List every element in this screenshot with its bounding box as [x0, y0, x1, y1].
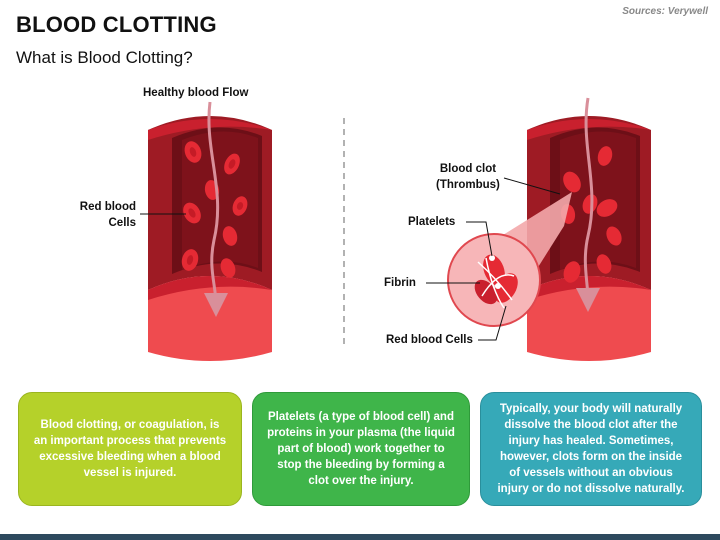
clot-flow-arrow	[575, 97, 600, 312]
info-box-dissolve: Typically, your body will naturally diss…	[480, 392, 702, 506]
clot-pointer-line	[503, 177, 561, 195]
red-blood-cells-label-line2: Cells	[108, 217, 137, 229]
red-blood-cells-label-line1: Red blood	[79, 201, 136, 213]
blood-clot-label-line1: Blood clot	[439, 163, 497, 175]
source-note: Sources: Verywell	[622, 6, 708, 17]
info-box-platelets-text: Platelets (a type of blood cell) and pro…	[267, 411, 455, 487]
blood-clot-label-line2: (Thrombus)	[436, 179, 500, 191]
rbc-zoom-pointer-line	[478, 305, 507, 341]
healthy-flow-arrow	[203, 101, 228, 317]
info-box-dissolve-text: Typically, your body will naturally diss…	[497, 403, 685, 495]
platelets-pointer-line	[466, 221, 493, 257]
blood-clot-label: Blood clot (Thrombus)	[436, 161, 500, 193]
red-blood-cells-zoom-label: Red blood Cells	[386, 334, 473, 346]
bottom-bar	[0, 534, 720, 540]
page-subtitle: What is Blood Clotting?	[16, 48, 193, 67]
info-box-definition: Blood clotting, or coagulation, is an im…	[18, 392, 242, 506]
page-title: BLOOD CLOTTING	[16, 12, 217, 37]
healthy-flow-label: Healthy blood Flow	[143, 87, 249, 99]
red-blood-cells-label: Red blood Cells	[76, 199, 136, 231]
info-box-platelets: Platelets (a type of blood cell) and pro…	[252, 392, 470, 506]
platelets-label: Platelets	[408, 216, 456, 228]
fibrin-label: Fibrin	[384, 277, 416, 289]
healthy-vessel	[148, 116, 272, 361]
clot-red-blood-cells	[560, 146, 622, 283]
info-box-definition-text: Blood clotting, or coagulation, is an im…	[33, 419, 227, 479]
blood-clotting-illustration	[140, 97, 651, 361]
zoom-clot-detail	[474, 254, 518, 309]
